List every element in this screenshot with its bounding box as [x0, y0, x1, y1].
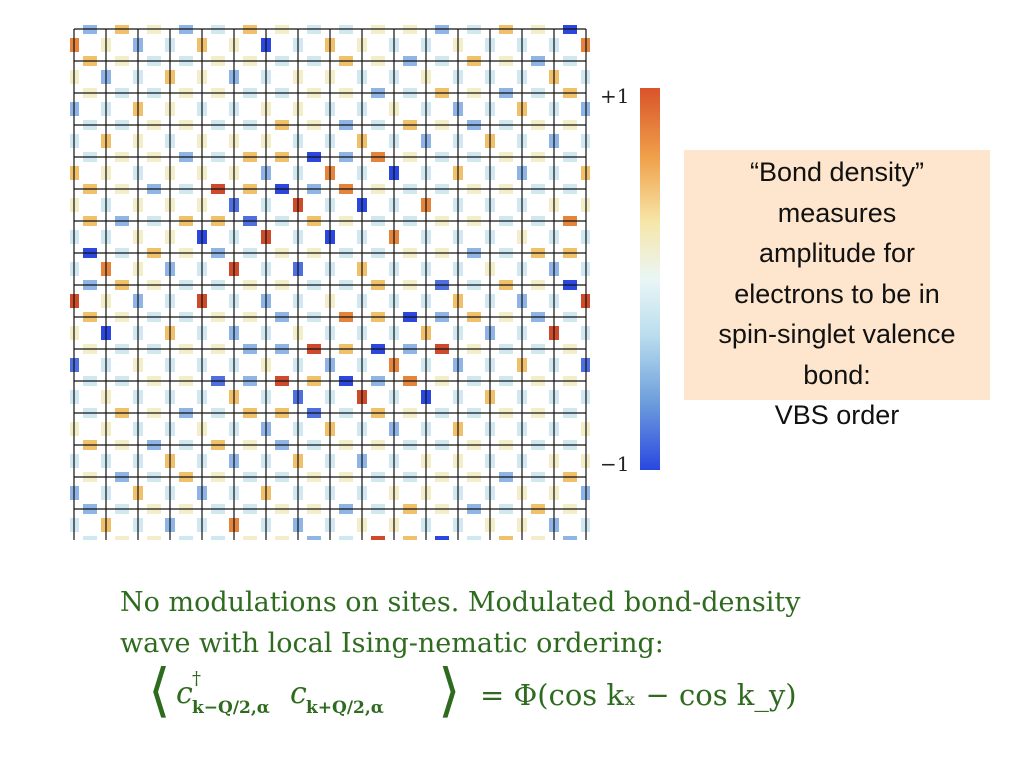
formula-open-bracket: ⟨	[148, 656, 171, 724]
horizontal-bond-mark	[403, 536, 417, 540]
note-text: “Bond density” measures amplitude for el…	[684, 152, 990, 436]
formula-sub-2: k+Q/2,α	[306, 698, 384, 718]
horizontal-bond-mark	[435, 536, 449, 540]
horizontal-bond-mark	[307, 536, 321, 540]
caption: No modulations on sites. Modulated bond-…	[120, 582, 800, 664]
note-box	[684, 150, 990, 400]
horizontal-bond-mark	[339, 536, 353, 540]
caption-line-1: No modulations on sites. Modulated bond-…	[120, 587, 801, 618]
formula-rhs: = Φ(cos kₓ − cos k_y)	[480, 678, 797, 712]
colorbar-min-label: −1	[600, 452, 630, 476]
formula-sub-1: k−Q/2,α	[192, 698, 270, 718]
note-line: amplitude for	[758, 238, 916, 268]
caption-line-2: wave with local Ising-nematic ordering:	[120, 628, 664, 659]
horizontal-bond-mark	[563, 536, 577, 540]
horizontal-bond-mark	[275, 536, 289, 540]
formula-c-dagger: c	[176, 676, 193, 711]
formula-close-bracket: ⟩	[438, 656, 461, 724]
note-line: “Bond density”	[749, 157, 925, 187]
horizontal-bond-mark	[531, 536, 545, 540]
horizontal-bond-mark	[499, 536, 513, 540]
horizontal-bond-mark	[83, 536, 97, 540]
note-line: bond:	[803, 359, 871, 390]
note-line: electrons to be in	[734, 278, 940, 309]
note-line: VBS order	[774, 400, 900, 430]
horizontal-bond-mark	[147, 536, 161, 540]
note-line: measures	[777, 197, 897, 228]
horizontal-bond-mark	[371, 536, 385, 540]
horizontal-bond-mark	[115, 536, 129, 540]
horizontal-bond-mark	[211, 536, 225, 540]
formula-c: c	[290, 676, 307, 711]
formula-dagger: †	[192, 668, 201, 689]
horizontal-bond-mark	[243, 536, 257, 540]
note-line: spin-singlet valence	[718, 319, 956, 349]
bond-density-lattice-plot	[70, 25, 590, 540]
colorbar	[640, 88, 660, 470]
horizontal-bond-mark	[467, 536, 481, 540]
horizontal-bond-mark	[179, 536, 193, 540]
colorbar-max-label: +1	[600, 84, 630, 108]
